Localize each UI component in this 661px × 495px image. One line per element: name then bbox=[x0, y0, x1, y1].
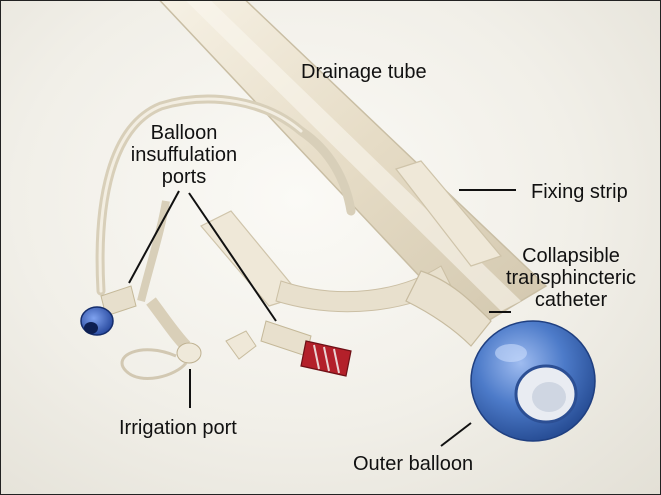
red-port bbox=[260, 320, 352, 377]
balloon-ports-label: Balloon insuffulation ports bbox=[130, 122, 238, 188]
collapsible-catheter-label: Collapsible transphincteric catheter bbox=[505, 245, 637, 311]
irrigation-port-label: Irrigation port bbox=[119, 417, 237, 439]
leader-lines bbox=[128, 189, 516, 447]
leader-balloon-port-left bbox=[128, 190, 180, 284]
leader-balloon-port-right bbox=[188, 192, 277, 322]
blue-port bbox=[80, 285, 137, 336]
drainage-tube bbox=[159, 1, 548, 332]
outer-balloon-label: Outer balloon bbox=[353, 453, 474, 475]
collapsible-catheter bbox=[405, 270, 492, 347]
irrigation-port-shape bbox=[120, 297, 202, 380]
drainage-tube-label: Drainage tube bbox=[301, 61, 427, 83]
fixing-strip-label: Fixing strip bbox=[531, 181, 628, 203]
leader-outer-balloon bbox=[440, 422, 472, 447]
outer-balloon bbox=[470, 320, 596, 442]
insufflation-line bbox=[95, 94, 356, 302]
small-connector bbox=[225, 330, 257, 360]
